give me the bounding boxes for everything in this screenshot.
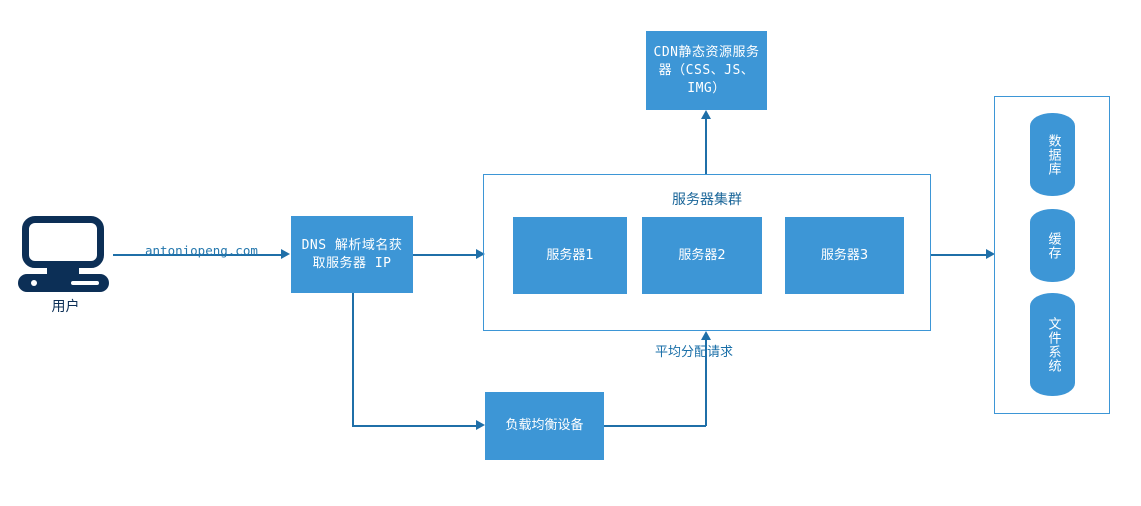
- node-server-1[interactable]: 服务器1: [513, 217, 627, 294]
- monitor-base-dot: [31, 280, 37, 286]
- edge-user-to-dns-line: [113, 254, 283, 256]
- node-cdn[interactable]: CDN静态资源服务器（CSS、JS、IMG）: [646, 31, 767, 110]
- edge-lb-to-cluster-arrowhead: [701, 331, 711, 340]
- node-load-balancer-label: 负载均衡设备: [505, 418, 584, 433]
- edge-cluster-to-cdn-arrowhead: [701, 110, 711, 119]
- node-load-balancer[interactable]: 负载均衡设备: [485, 392, 604, 460]
- storage-filesystem[interactable]: 文件系统: [1030, 293, 1075, 396]
- node-server-3[interactable]: 服务器3: [785, 217, 904, 294]
- monitor-screen: [22, 216, 104, 268]
- edge-cluster-to-storage-line: [931, 254, 989, 256]
- node-cdn-label: CDN静态资源服务器（CSS、JS、IMG）: [653, 44, 760, 96]
- node-dns-label: DNS 解析域名获取服务器 IP: [301, 237, 403, 271]
- edge-cluster-to-cdn-line: [705, 117, 707, 174]
- edge-dns-to-lb-horizontal: [352, 425, 478, 427]
- edge-dns-to-lb-arrowhead: [476, 420, 485, 430]
- edge-lb-to-cluster-vertical: [705, 338, 707, 426]
- edge-lb-to-cluster-horizontal: [604, 425, 706, 427]
- node-server-2-label: 服务器2: [678, 247, 726, 263]
- edge-label-domain: antoniopeng.com: [145, 243, 258, 258]
- server-cluster-container: 服务器集群: [483, 174, 931, 331]
- storage-filesystem-label: 文件系统: [1045, 316, 1061, 373]
- monitor-neck: [47, 266, 79, 275]
- storage-cache-label: 缓存: [1045, 231, 1061, 260]
- edge-label-balance: 平均分配请求: [655, 345, 734, 360]
- edge-dns-to-lb-vertical: [352, 293, 354, 426]
- edge-cluster-to-storage-arrowhead: [986, 249, 995, 259]
- edge-user-to-dns-arrowhead: [281, 249, 290, 259]
- node-server-1-label: 服务器1: [546, 247, 594, 263]
- monitor-base: [18, 274, 109, 292]
- node-server-2[interactable]: 服务器2: [642, 217, 762, 294]
- storage-database-label: 数据库: [1045, 133, 1061, 176]
- storage-container: [994, 96, 1110, 414]
- desktop-computer-icon: [18, 216, 113, 293]
- monitor-base-slot: [71, 281, 99, 285]
- storage-database[interactable]: 数据库: [1030, 113, 1075, 196]
- user-label: 用户: [51, 299, 80, 315]
- edge-dns-to-cluster-line: [413, 254, 479, 256]
- server-cluster-title: 服务器集群: [672, 192, 742, 208]
- edge-dns-to-cluster-arrowhead: [476, 249, 485, 259]
- storage-cache[interactable]: 缓存: [1030, 209, 1075, 282]
- node-server-3-label: 服务器3: [820, 247, 869, 263]
- node-dns[interactable]: DNS 解析域名获取服务器 IP: [291, 216, 413, 293]
